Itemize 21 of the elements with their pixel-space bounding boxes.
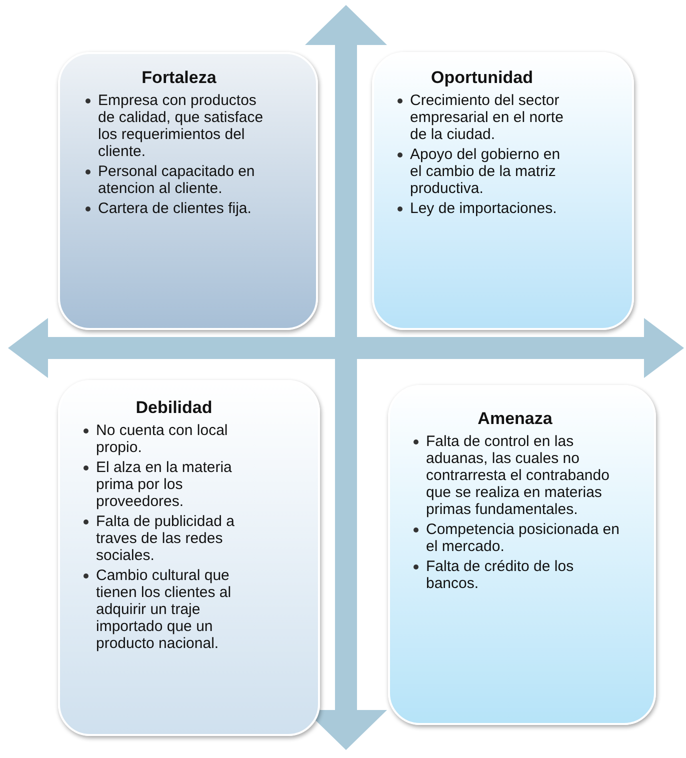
swot-box <box>58 52 318 330</box>
bullet-item: Personal capacitado en atencion al cliente. <box>82 163 276 197</box>
bullet-item: No cuenta con local propio. <box>80 422 268 456</box>
bullet-item: Crecimiento del sector empresarial en el norte de la ciudad. <box>394 92 570 143</box>
box-heading: Amenaza <box>476 409 554 429</box>
box-heading: Oportunidad <box>430 68 534 88</box>
swot-box <box>388 385 656 725</box>
bullet-item: Apoyo del gobierno en el cambio de la matriz productiva. <box>394 146 570 197</box>
bullet-item: Ley de importaciones. <box>394 200 570 217</box>
bullet-item: El alza en la materia prima por los proveedores. <box>80 459 268 510</box>
swot-box <box>372 52 634 330</box>
bullet-item: Cartera de clientes fija. <box>82 200 276 217</box>
bullet-item: Falta de publicidad a traves de las redes sociales. <box>80 513 268 564</box>
bullet-item: Falta de control en las aduanas, las cuales no contrarresta el contrabando que se realiza en materias primas fundamentales. <box>410 433 620 518</box>
bullet-item: Cambio cultural que tienen los clientes al adquirir un traje importado que un producto nacional. <box>80 567 268 652</box>
box-heading: Debilidad <box>134 398 214 418</box>
bullet-item: Competencia posicionada en el mercado. <box>410 521 620 555</box>
bullet-item: Empresa con productos de calidad, que satisface los requerimientos del cliente. <box>82 92 276 160</box>
bullet-item: Falta de crédito de los bancos. <box>410 558 620 592</box>
swot-box <box>58 380 320 736</box>
box-heading: Fortaleza <box>140 68 218 88</box>
